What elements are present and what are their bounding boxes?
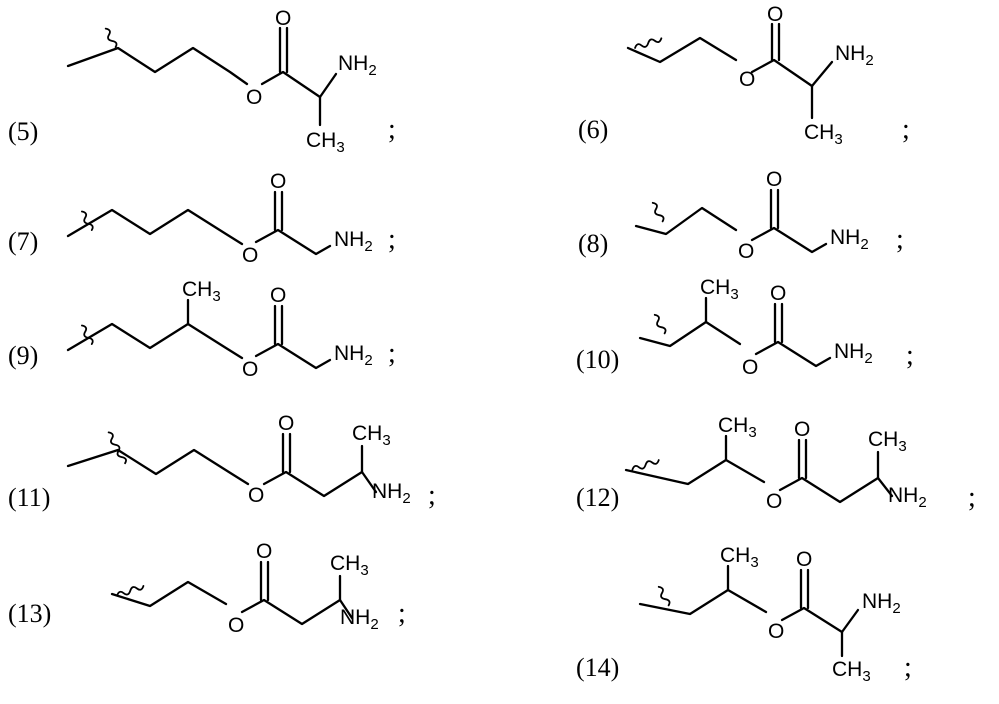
semicolon: ;: [968, 482, 976, 513]
attachment-wavy-bond: [634, 36, 662, 50]
compound-label: (12): [576, 483, 619, 512]
oxygen-atom: O: [246, 86, 262, 109]
ester-bonds: [256, 344, 330, 368]
amine-group: NH2: [334, 228, 373, 255]
compound-label: (7): [8, 227, 38, 256]
attachment-wavy-bond: [632, 458, 660, 472]
ester-bonds: [752, 228, 826, 252]
oxygen-atom: O: [270, 284, 286, 307]
structure-8: (8) O O NH2 ;: [578, 168, 904, 263]
compound-label: (5): [8, 117, 38, 146]
methyl-group: CH3: [804, 121, 843, 148]
ester-bonds: [256, 230, 330, 254]
amine-group: NH2: [862, 590, 901, 617]
methyl-group: CH3: [720, 544, 759, 571]
carbon-chain: [68, 48, 247, 84]
methyl-group: CH3: [330, 552, 369, 579]
attachment-wavy-bond: [653, 314, 667, 335]
structure-9: (9) O O CH3 NH2 ;: [8, 278, 396, 381]
structure-10: (10) O O CH3 NH2 ;: [576, 276, 914, 379]
methyl-group: CH3: [832, 658, 871, 685]
amine-group: NH2: [334, 342, 373, 369]
methyl-group: CH3: [718, 414, 757, 441]
methyl-group: CH3: [306, 129, 345, 156]
compound-label: (11): [8, 483, 50, 512]
semicolon: ;: [388, 224, 396, 255]
semicolon: ;: [906, 340, 914, 371]
amine-group: NH2: [834, 340, 873, 367]
ester-bonds: [242, 600, 352, 624]
oxygen-atom: O: [767, 3, 783, 26]
oxygen-atom: O: [228, 614, 244, 637]
ester-bonds: [780, 478, 892, 502]
ester-bonds: [756, 342, 830, 366]
oxygen-atom: O: [766, 490, 782, 513]
structure-7: (7) O O NH2 ;: [8, 170, 396, 267]
oxygen-atom: O: [742, 356, 758, 379]
oxygen-atom: O: [766, 168, 782, 191]
amine-group: NH2: [888, 484, 927, 511]
amine-group: NH2: [340, 606, 379, 633]
oxygen-atom: O: [275, 7, 291, 30]
oxygen-atom: O: [739, 68, 755, 91]
compound-label: (6): [578, 115, 608, 144]
amine-bond: [320, 74, 336, 97]
compound-label: (9): [8, 341, 38, 370]
structure-11: (11) O O CH3 NH2 ;: [8, 412, 436, 512]
amine-group: NH2: [338, 52, 377, 79]
oxygen-atom: O: [242, 244, 258, 267]
amine-group: NH2: [835, 42, 874, 69]
oxygen-atom: O: [768, 620, 784, 643]
oxygen-atom: O: [794, 418, 810, 441]
attachment-wavy-bond: [103, 27, 117, 48]
semicolon: ;: [388, 114, 396, 145]
semicolon: ;: [428, 480, 436, 511]
methyl-group: CH3: [868, 428, 907, 455]
oxygen-atom: O: [248, 484, 264, 507]
methyl-group: CH3: [700, 276, 739, 303]
amine-group: NH2: [830, 226, 869, 253]
ester-bonds: [782, 608, 842, 632]
amine-bond: [812, 62, 832, 86]
structure-5: (5) O O NH2 CH3 ;: [8, 7, 396, 156]
amine-bond: [842, 610, 858, 632]
carbon-chain: [68, 324, 242, 358]
semicolon: ;: [904, 652, 912, 683]
structure-13: (13) O O CH3 NH2 ;: [8, 540, 406, 637]
carbon-chain: [68, 450, 248, 484]
carbon-chain: [640, 322, 740, 346]
compound-label: (8): [578, 229, 608, 258]
carbon-chain: [68, 210, 242, 244]
oxygen-atom: O: [242, 358, 258, 381]
oxygen-atom: O: [796, 548, 812, 571]
semicolon: ;: [398, 598, 406, 629]
carbon-chain: [640, 590, 766, 614]
carbon-chain: [636, 208, 736, 234]
oxygen-atom: O: [770, 282, 786, 305]
attachment-wavy-bond: [651, 202, 665, 223]
oxygen-atom: O: [270, 170, 286, 193]
ester-bonds: [264, 472, 376, 496]
amine-group: NH2: [372, 480, 411, 507]
structure-14: (14) O O CH3 NH2 CH3 ;: [576, 544, 912, 685]
semicolon: ;: [902, 114, 910, 145]
compound-label: (13): [8, 599, 51, 628]
carbon-chain: [628, 38, 736, 62]
oxygen-atom: O: [738, 240, 754, 263]
methyl-group: CH3: [182, 278, 221, 305]
attachment-wavy-bond: [657, 586, 671, 607]
ester-bonds: [752, 60, 812, 86]
oxygen-atom: O: [256, 540, 272, 563]
compound-label: (10): [576, 345, 619, 374]
methyl-group: CH3: [352, 422, 391, 449]
semicolon: ;: [896, 224, 904, 255]
compound-label: (14): [576, 653, 619, 682]
semicolon: ;: [388, 338, 396, 369]
attachment-wavy-bond: [106, 431, 127, 464]
structure-6: (6) O O NH2 CH3 ;: [578, 3, 910, 148]
structure-12: (12) O O CH3 CH3 NH2 ;: [576, 414, 976, 513]
ester-bonds: [262, 72, 320, 97]
oxygen-atom: O: [278, 412, 294, 435]
